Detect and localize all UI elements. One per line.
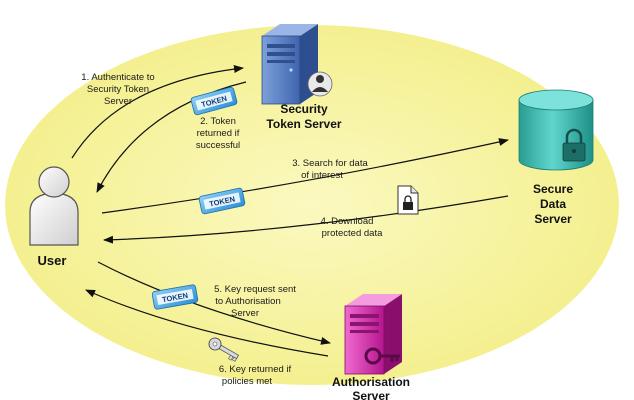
step-2-line2: returned if (197, 128, 240, 139)
step-6-line1: 6. Key returned if (219, 364, 292, 375)
step-2-line1: 2. Token (200, 116, 236, 127)
secure-data-server-icon (518, 89, 594, 171)
security-token-server-icon (261, 24, 333, 105)
arrow-step-2 (96, 81, 247, 193)
user-badge-icon (307, 71, 333, 97)
step-5-line1: 5. Key request sent (214, 284, 296, 295)
auth-label-line1: Authorisation (332, 375, 410, 389)
protected-document-icon (397, 185, 419, 215)
secure-label-line1: Secure (533, 182, 573, 196)
step-2-line3: successful (196, 140, 240, 151)
svg-text:TOKEN: TOKEN (161, 291, 188, 304)
key-badge-icon (364, 347, 400, 365)
step-5-line3: Server (231, 308, 259, 319)
user-label: User (38, 253, 67, 268)
arrow-step-1 (71, 65, 244, 159)
arrow-step-3 (101, 138, 509, 214)
step-3-line2: of interest (301, 170, 343, 181)
sts-label-line1: Security (280, 102, 328, 116)
secure-label-line3: Server (534, 212, 572, 226)
auth-label-line2: Server (352, 389, 390, 400)
token-icon-2: TOKEN (198, 187, 246, 215)
token-icon-3: TOKEN (151, 284, 199, 310)
step-4-line2: protected data (322, 228, 383, 239)
step-1-line3: Server (104, 96, 132, 107)
token-icon-1: TOKEN (190, 86, 238, 116)
arrow-step-4 (103, 195, 509, 244)
key-icon (208, 337, 240, 362)
user-icon (29, 166, 79, 246)
padlock-icon (562, 128, 586, 162)
step-3-line1: 3. Search for data (292, 158, 368, 169)
sts-label-line2: Token Server (266, 117, 341, 131)
step-5-line2: to Authorisation (215, 296, 281, 307)
authorisation-server-icon (344, 294, 402, 375)
step-6-line2: policies met (222, 376, 273, 387)
arrow-step-5 (97, 261, 331, 345)
secure-label-line2: Data (540, 197, 566, 211)
arrow-step-6 (85, 289, 329, 357)
step-1-line1: 1. Authenticate to (81, 72, 154, 83)
step-4-line1: 4. Download (321, 216, 374, 227)
step-1-line2: Security Token (87, 84, 149, 95)
